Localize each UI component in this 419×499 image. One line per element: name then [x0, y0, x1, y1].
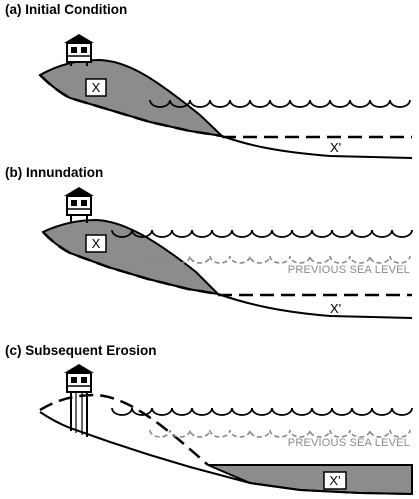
panel-c: (c) Subsequent Erosion PREVIOUS SEA LEVE…: [5, 343, 413, 496]
panel-a-title: (a) Initial Condition: [5, 2, 127, 17]
panel-c-xprime-label: X': [329, 473, 340, 488]
panel-c-house-icon: [63, 363, 95, 437]
panel-c-eroded-profile: [39, 411, 413, 495]
panel-a-sea-waves: [149, 99, 411, 108]
panel-c-sea-waves: [111, 407, 413, 416]
panel-a-x-label: X: [92, 80, 101, 95]
panel-b-x-box: [85, 234, 107, 253]
panel-b-xprime-label: X': [330, 301, 341, 316]
panel-b-lower-profile: [42, 231, 219, 296]
panel-a-lower-profile: [39, 74, 223, 138]
panel-a-house-icon: [63, 33, 95, 66]
panel-b: (b) Innundation X PREVIOUS SEA LEVEL X': [5, 165, 413, 319]
panel-b-house-icon: [63, 186, 95, 223]
panel-c-title: (c) Subsequent Erosion: [5, 343, 157, 358]
panel-b-offshore-profile: [217, 293, 413, 319]
panel-b-x-label: X: [92, 236, 101, 251]
panel-a-x-box: [85, 78, 107, 97]
panel-b-title: (b) Innundation: [5, 165, 103, 180]
panel-a-sediment-x: [38, 58, 225, 138]
panel-b-previous-waves: [149, 255, 411, 264]
panel-a: (a) Initial Condition X X': [5, 2, 413, 159]
panel-b-sea-waves: [111, 229, 413, 238]
panel-a-offshore-profile: [221, 135, 413, 159]
panel-c-former-bluff: [39, 393, 209, 466]
panel-a-xprime-label: X': [330, 140, 341, 155]
panel-c-previous-sea-level-label: PREVIOUS SEA LEVEL: [288, 437, 410, 449]
panel-c-xprime-box: [323, 471, 347, 490]
panel-c-previous-waves: [149, 429, 411, 438]
panel-b-previous-sea-level-label: PREVIOUS SEA LEVEL: [288, 264, 410, 276]
